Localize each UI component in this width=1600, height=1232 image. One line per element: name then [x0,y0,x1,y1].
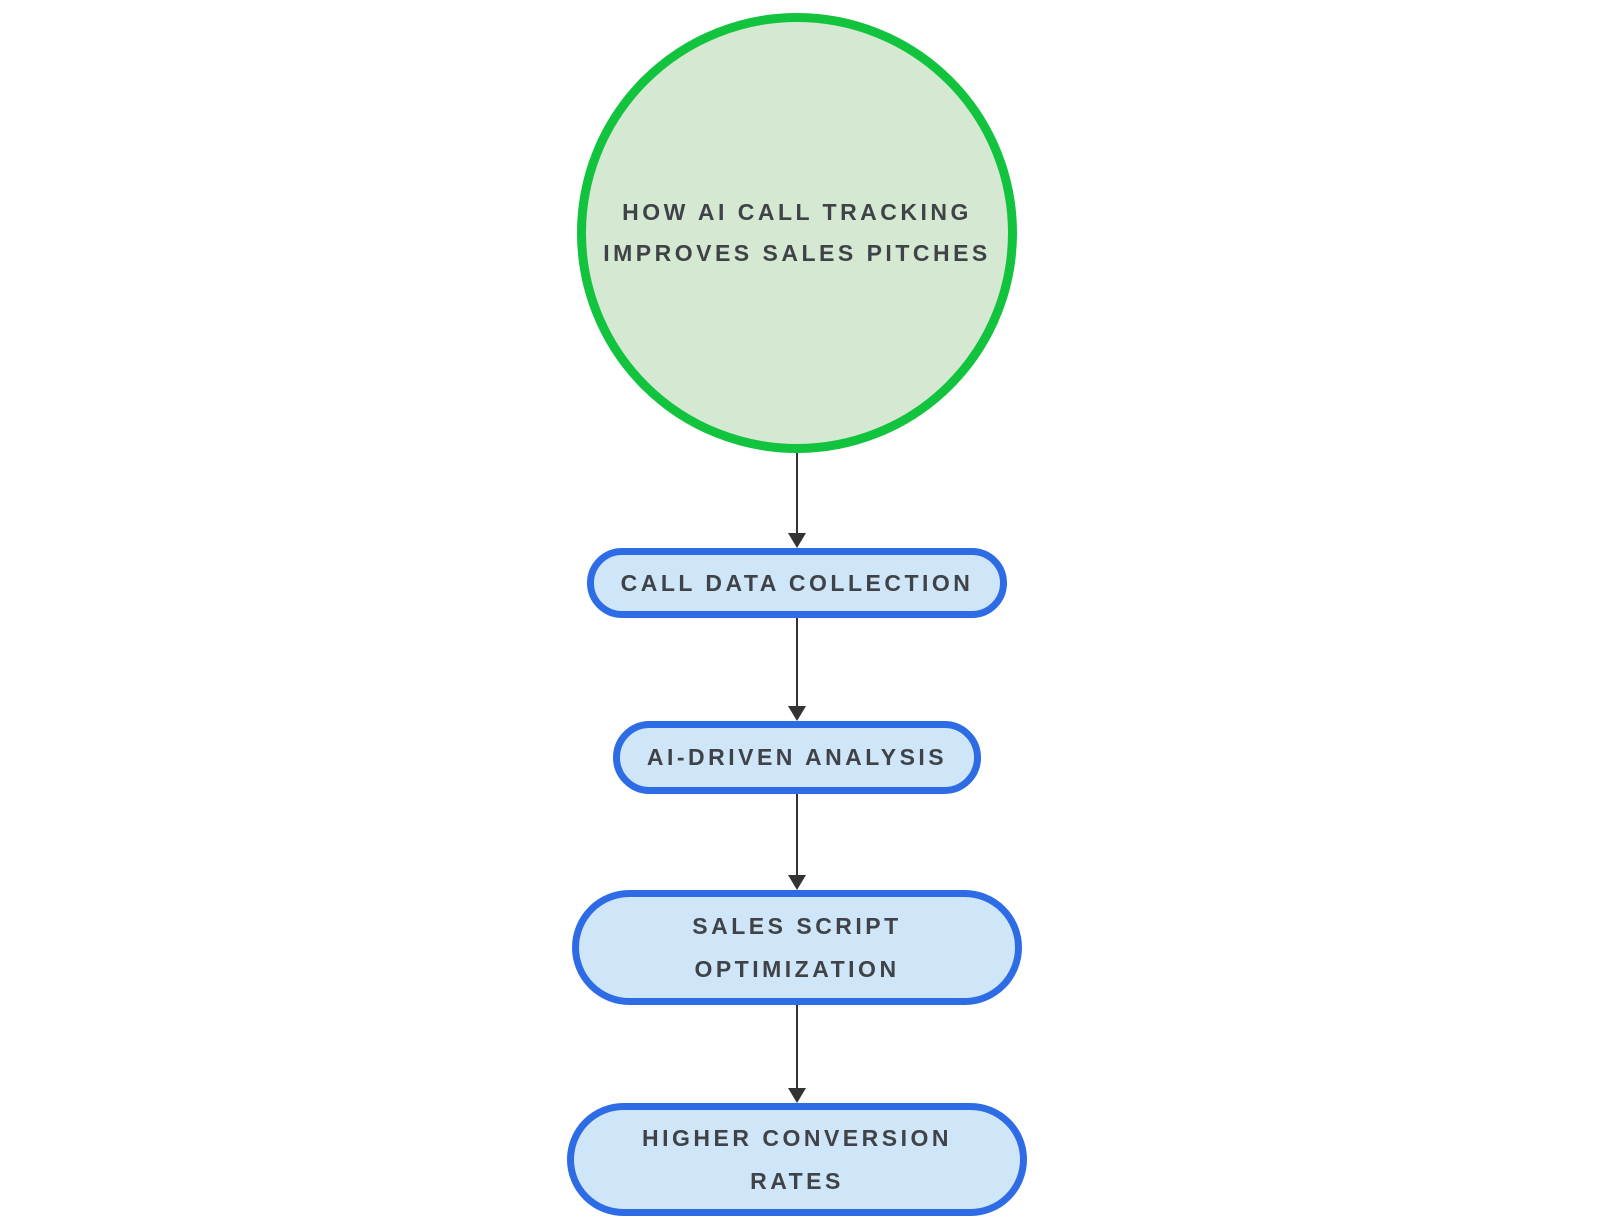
arrow-head-icon [788,533,806,548]
step-node-call-data-collection: CALL DATA COLLECTION [587,548,1007,618]
arrow-shaft [796,618,798,707]
arrow-head-icon [788,1088,806,1103]
arrow-shaft [796,1005,798,1089]
flow-arrow [788,1005,806,1103]
step-node-sales-script-optimization: SALES SCRIPT OPTIMIZATION [572,890,1022,1005]
step-node-ai-driven-analysis: AI-DRIVEN ANALYSIS [613,721,981,794]
title-node-label-line: IMPROVES SALES PITCHES [603,240,991,266]
arrow-shaft [796,794,798,876]
arrow-head-icon [788,706,806,721]
title-node: HOW AI CALL TRACKING IMPROVES SALES PITC… [577,13,1017,453]
flow-arrow [788,618,806,721]
flow-arrow [788,794,806,890]
step-node-label-line: CALL DATA COLLECTION [620,569,974,596]
step-node-label-line: SALES SCRIPT [692,912,902,939]
step-node-label-line: OPTIMIZATION [694,955,900,982]
arrow-head-icon [788,875,806,890]
flow-arrow [788,453,806,548]
title-node-label-line: HOW AI CALL TRACKING [622,199,972,225]
step-node-label-line: RATES [750,1167,844,1194]
step-node-label-line: AI-DRIVEN ANALYSIS [646,744,948,770]
arrow-shaft [796,453,798,534]
step-node-label-line: HIGHER CONVERSION [642,1124,952,1151]
step-node-higher-conversion-rates: HIGHER CONVERSION RATES [567,1103,1027,1216]
